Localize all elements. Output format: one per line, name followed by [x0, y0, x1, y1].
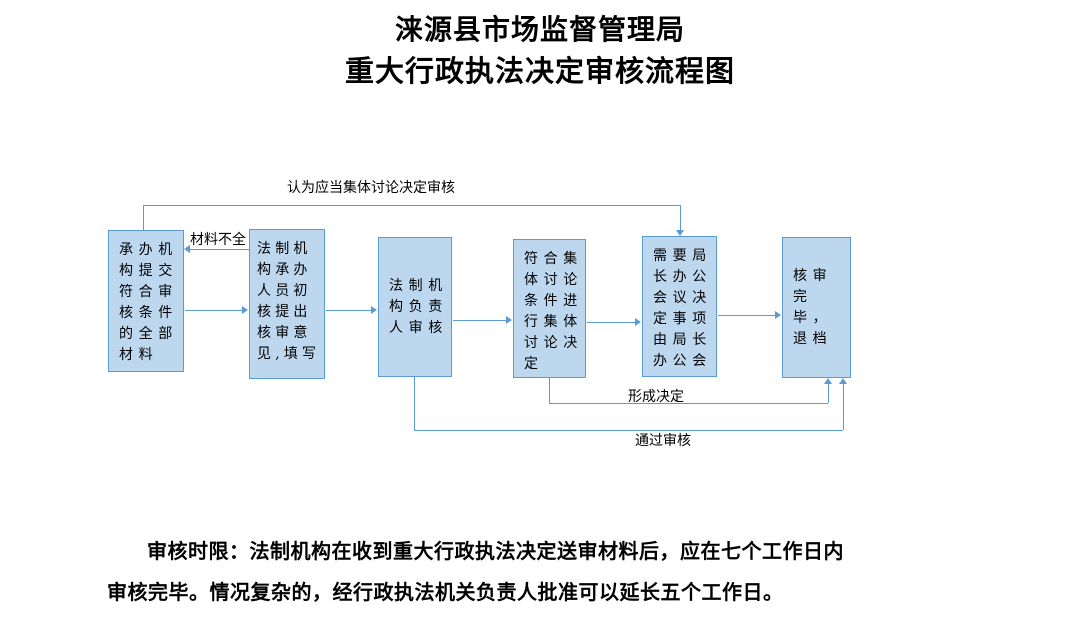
edge-label-decision-formed: 形成决定: [628, 389, 684, 405]
connector-passed-vertical-end: [843, 384, 844, 430]
arrowhead-incomplete-into-box1: [184, 245, 190, 253]
connector-box4-to-box5: [587, 322, 635, 323]
page-title-line1: 涞源县市场监督管理局: [394, 13, 685, 46]
box-collective-discussion: 符合集体讨论条件进行集体讨论决定: [513, 239, 586, 378]
arrowhead-box1-to-box2: [242, 306, 248, 314]
connector-box3-to-box4: [453, 320, 506, 321]
box-initial-review: 法制机构承办人员初核提出核审意见,填写: [249, 229, 325, 379]
box-submit-materials: 承办机构提交符合审核条件的全部材料: [108, 230, 184, 372]
connector-passed-horizontal: [414, 430, 843, 431]
page-title-line2: 重大行政执法决定审核流程图: [344, 54, 735, 88]
connector-decision-vertical-end: [828, 384, 829, 403]
connector-passed-vertical-start: [414, 377, 415, 430]
connector-box5-to-box6: [718, 315, 775, 316]
arrowhead-box3-to-box4: [506, 316, 512, 324]
note-line1: 审核时限：法制机构在收到重大行政执法决定送审材料后，应在七个工作日内: [147, 541, 844, 563]
review-time-note: 审核时限：法制机构在收到重大行政执法决定送审材料后，应在七个工作日内 审核完毕。…: [107, 532, 947, 614]
arrowhead-box5-to-box6: [775, 311, 781, 319]
box-legal-head-review: 法制机构负责人审核: [378, 237, 452, 377]
note-line2: 审核完毕。情况复杂的，经行政执法机关负责人批准可以延长五个工作日。: [107, 582, 784, 604]
edge-label-collective-review: 认为应当集体讨论决定审核: [287, 180, 455, 196]
connector-decision-vertical-start: [549, 378, 550, 403]
connector-collective-vertical-start: [143, 205, 144, 230]
arrowhead-passed-into-box6: [839, 378, 847, 384]
connector-decision-horizontal: [549, 403, 828, 404]
box-archive: 核审完毕，退档: [782, 237, 851, 378]
arrowhead-collective-into-box5: [676, 230, 684, 236]
arrowhead-box4-to-box5: [635, 318, 641, 326]
connector-collective-horizontal: [143, 205, 680, 206]
connector-box1-to-box2: [185, 310, 242, 311]
arrowhead-decision-into-box6: [824, 378, 832, 384]
connector-collective-vertical-end: [680, 205, 681, 230]
connector-box2-to-box3: [326, 310, 371, 311]
connector-incomplete-materials: [190, 249, 249, 250]
arrowhead-box2-to-box3: [371, 306, 377, 314]
edge-label-review-passed: 通过审核: [635, 433, 691, 449]
edge-label-incomplete-materials: 材料不全: [190, 232, 246, 248]
box-directors-meeting: 需要局长办公会议决定事项由局长办公会: [642, 236, 717, 377]
